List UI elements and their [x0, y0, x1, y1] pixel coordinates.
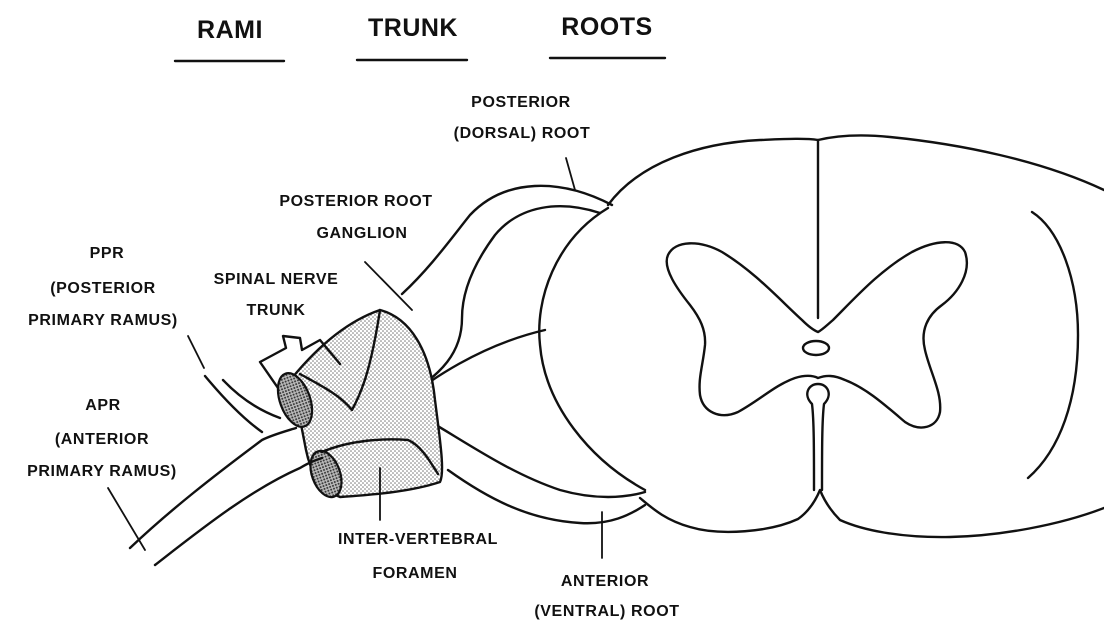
spinal-cord	[539, 136, 1104, 538]
label-posterior-root-line-1: POSTERIOR	[471, 94, 571, 111]
label-anterior-root-line-1: ANTERIOR	[561, 573, 649, 590]
label-ppr-line-1: PPR	[90, 245, 125, 262]
label-anterior-root: ANTERIOR (VENTRAL) ROOT	[534, 573, 679, 620]
apr-lower-edge	[155, 458, 322, 565]
label-posterior-root: POSTERIOR (DORSAL) ROOT	[454, 94, 591, 142]
label-ppr-line-3: PRIMARY RAMUS)	[28, 312, 178, 329]
leader-ganglion	[365, 262, 412, 310]
label-apr: APR (ANTERIOR PRIMARY RAMUS)	[27, 397, 177, 480]
label-spinal-nerve-trunk: SPINAL NERVE TRUNK	[214, 271, 339, 319]
ppr-inner-edge	[223, 380, 280, 418]
posterior-root-upper-edge	[402, 186, 612, 294]
central-canal	[803, 341, 829, 355]
label-spinal-nerve-trunk-line-1: SPINAL NERVE	[214, 271, 339, 288]
header-roots: ROOTS	[561, 13, 652, 41]
label-foramen: INTER-VERTEBRAL FORAMEN	[338, 531, 498, 582]
label-foramen-line-1: INTER-VERTEBRAL	[338, 531, 498, 548]
label-spinal-nerve-trunk-line-2: TRUNK	[247, 302, 306, 319]
leader-apr	[108, 488, 145, 550]
label-ganglion: POSTERIOR ROOT GANGLION	[279, 193, 432, 242]
spinal-cord-left-edge	[539, 208, 645, 490]
label-ppr: PPR (POSTERIOR PRIMARY RAMUS)	[28, 245, 178, 329]
anterior-median-fissure	[807, 384, 828, 490]
label-foramen-line-2: FORAMEN	[372, 565, 457, 582]
label-ganglion-line-1: POSTERIOR ROOT	[279, 193, 432, 210]
label-ganglion-line-2: GANGLION	[316, 225, 407, 242]
label-apr-line-3: PRIMARY RAMUS)	[27, 463, 177, 480]
label-apr-line-2: (ANTERIOR	[55, 431, 149, 448]
apr-upper-edge	[130, 428, 296, 548]
grey-matter	[667, 242, 967, 427]
leader-ppr	[188, 336, 204, 368]
label-apr-line-1: APR	[85, 397, 121, 414]
label-ppr-line-2: (POSTERIOR	[50, 280, 156, 297]
spinal-cord-right-notch	[1028, 212, 1078, 478]
label-posterior-root-line-2: (DORSAL) ROOT	[454, 125, 591, 142]
header-rami: RAMI	[197, 16, 263, 44]
leader-posterior-root	[566, 158, 575, 190]
header-trunk: TRUNK	[368, 14, 458, 42]
label-anterior-root-line-2: (VENTRAL) ROOT	[534, 603, 679, 620]
